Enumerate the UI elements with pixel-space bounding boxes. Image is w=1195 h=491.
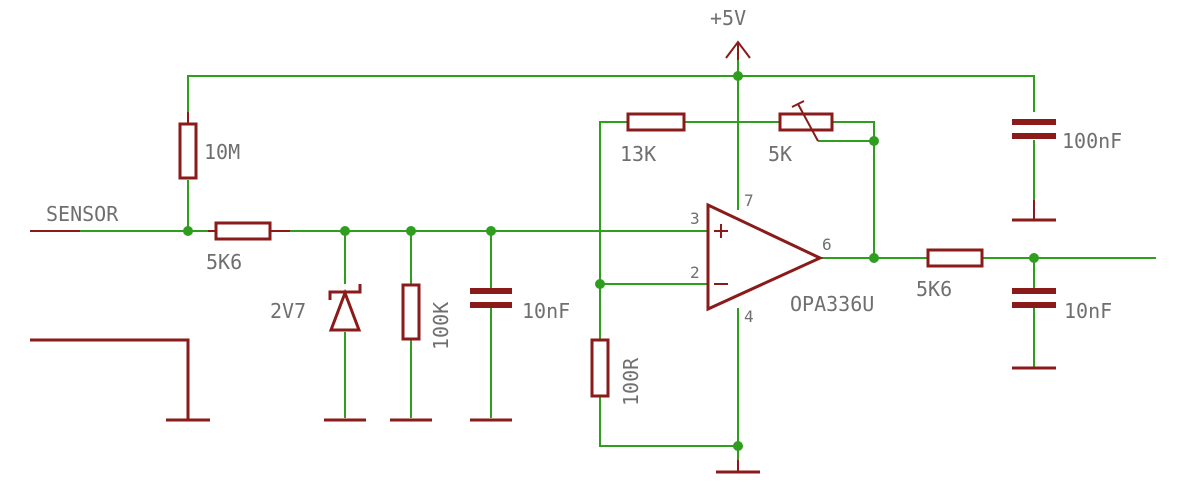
output-capacitor: 10nF [1012, 288, 1112, 323]
junctions [183, 71, 1039, 451]
supply-label: +5V [710, 6, 746, 30]
sensor-net-label: SENSOR [46, 202, 119, 226]
zener-triangle-icon [328, 288, 362, 332]
resistor-body [926, 248, 984, 268]
input-capacitor: 10nF [470, 288, 570, 323]
pin-number: 4 [744, 307, 754, 326]
capacitor-plate [470, 302, 512, 308]
resistor-body [178, 122, 198, 180]
resistor-body [626, 112, 686, 132]
resistor-body [401, 283, 421, 341]
resistor-body [590, 338, 610, 398]
shunt-resistor: 100K [401, 283, 453, 350]
feedback-resistor-label: 13K [620, 142, 656, 166]
gain-resistor-label: 100R [619, 357, 643, 406]
opamp-triangle-icon [706, 202, 824, 312]
supply-rail-wire [187, 75, 1035, 122]
decoupling-capacitor: 100nF [1012, 119, 1122, 153]
pin-number: 2 [690, 263, 700, 282]
pin-number: 3 [690, 209, 700, 228]
sensor-net: SENSOR [30, 202, 119, 232]
pin-number: 6 [822, 235, 832, 254]
output-resistor-label: 5K6 [916, 277, 952, 301]
zener-label: 2V7 [270, 299, 306, 323]
trim-potentiometer-label: 5K [768, 142, 792, 166]
supply-symbol [725, 40, 751, 60]
bias-resistor-label: 10M [204, 140, 240, 164]
ground-symbols [30, 200, 1056, 474]
junction-dot [869, 136, 879, 146]
trim-arrow-icon [797, 103, 819, 142]
zener-diode: 2V7 [270, 284, 362, 332]
opamp: 3 2 6 7 4 OPA336U [690, 191, 874, 326]
decoupling-capacitor-label: 100nF [1062, 129, 1122, 153]
gain-resistor-lower-wire [599, 396, 738, 447]
ground-net-line [30, 338, 190, 420]
wires [30, 58, 1156, 460]
junction-dot [406, 226, 416, 236]
output-resistor: 5K6 [916, 248, 984, 301]
junction-dot [869, 253, 879, 263]
feedback-resistor: 13K [620, 112, 686, 166]
input-capacitor-label: 10nF [522, 299, 570, 323]
gain-resistor: 100R [590, 338, 643, 406]
junction-dot [183, 226, 193, 236]
output-capacitor-label: 10nF [1064, 299, 1112, 323]
input-resistor-label: 5K6 [206, 250, 242, 274]
bias-resistor: 10M [178, 112, 240, 180]
resistor-body [214, 221, 272, 241]
junction-dot [340, 226, 350, 236]
junction-dot [486, 226, 496, 236]
junction-dot [595, 279, 605, 289]
junction-dot [733, 71, 743, 81]
opamp-label: OPA336U [790, 292, 874, 316]
trim-potentiometer: 5K [768, 100, 834, 166]
capacitor-plate [1012, 133, 1056, 139]
trim-arrow-cap [791, 100, 805, 108]
shunt-resistor-label: 100K [429, 302, 453, 350]
capacitor-plate [1012, 119, 1056, 125]
feedback-right-wire [832, 121, 875, 258]
capacitor-plate [1012, 302, 1056, 308]
pin-number: 7 [744, 191, 754, 210]
junction-dot [1029, 253, 1039, 263]
inverting-node-wire [599, 121, 708, 285]
capacitor-plate [470, 288, 512, 294]
resistor-body [778, 112, 834, 132]
input-resistor: 5K6 [206, 221, 290, 274]
capacitor-plate [1012, 288, 1056, 294]
junction-dot [733, 441, 743, 451]
